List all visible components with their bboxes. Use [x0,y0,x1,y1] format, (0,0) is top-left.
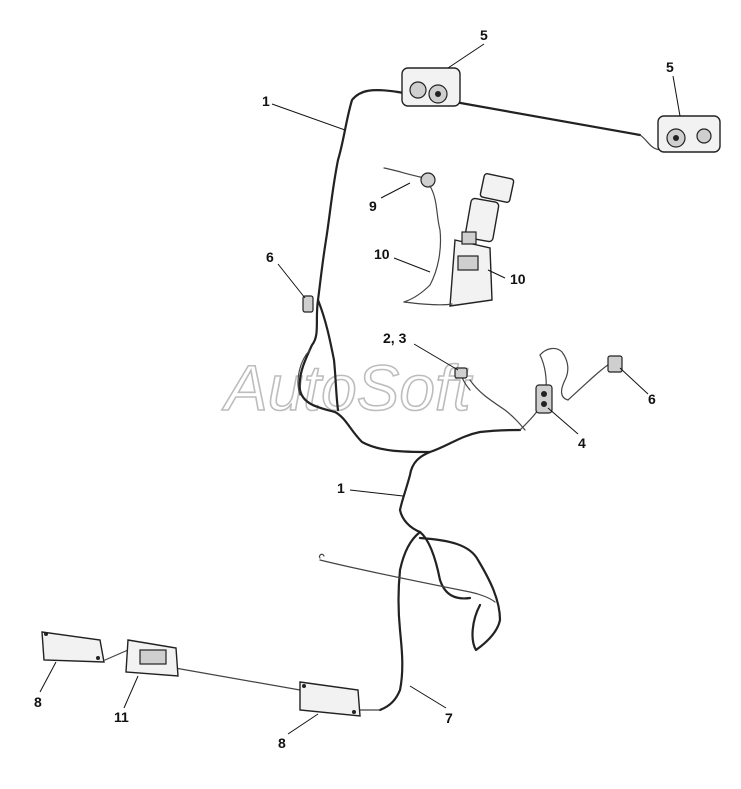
watermark-text: AutoSoft [221,352,473,424]
lamp-5-right [657,115,721,153]
module-11 [125,639,179,677]
main-harness [297,89,663,534]
callout-10-right: 10 [510,271,526,287]
connector-6-left [302,295,314,313]
control-panel-10 [403,173,515,307]
callout-5-right: 5 [666,59,674,75]
callout-6-right: 6 [648,391,656,407]
parts-2-3 [454,367,468,379]
lamp-8-bottom [299,681,361,717]
callout-labels: 1 5 5 6 9 10 10 2, 3 6 4 1 7 8 11 8 [34,27,674,751]
callout-1-upper: 1 [262,93,270,109]
leader-lines [39,43,681,735]
callout-8-left: 8 [34,694,42,710]
callout-9: 9 [369,198,377,214]
lamp-8-left [41,631,105,663]
part-4 [535,384,553,414]
switch-9 [383,167,442,303]
callout-5-left: 5 [480,27,488,43]
callout-4: 4 [578,435,586,451]
lower-harness [104,530,502,712]
callout-8-bottom: 8 [278,735,286,751]
callout-7: 7 [445,710,453,726]
connector-6-right [607,355,623,373]
callout-1-lower: 1 [337,480,345,496]
callout-10-left: 10 [374,246,390,262]
lamp-5-left [401,67,461,107]
callout-6-left: 6 [266,249,274,265]
callout-2-3: 2, 3 [383,330,407,346]
callout-11: 11 [114,709,129,725]
